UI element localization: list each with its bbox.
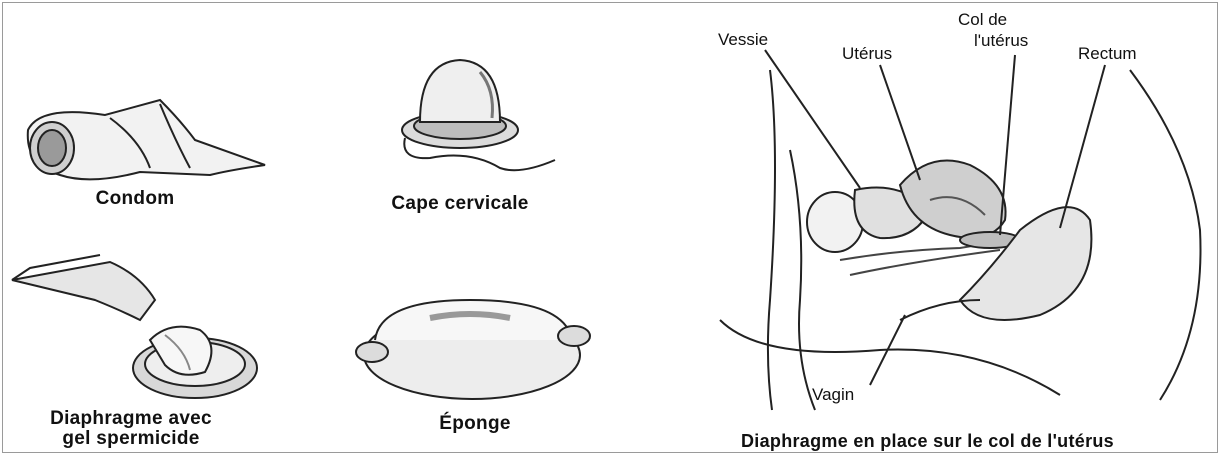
label-uterus: Utérus — [842, 44, 892, 63]
cervical-cap-caption: Cape cervicale — [360, 193, 560, 215]
label-cervix-line2: l'utérus — [974, 31, 1028, 50]
cervical-cap-drawing — [402, 60, 555, 170]
diaphragm-drawing — [12, 255, 257, 398]
anatomy-drawing — [720, 50, 1201, 410]
label-cervix-line1: Col de — [958, 10, 1007, 29]
label-bladder: Vessie — [718, 30, 768, 49]
label-vagina: Vagin — [812, 385, 854, 404]
sponge-caption: Éponge — [400, 413, 550, 435]
diaphragm-caption-line2: gel spermicide — [6, 428, 256, 450]
main-caption: Diaphragme en place sur le col de l'utér… — [640, 430, 1215, 452]
label-rectum: Rectum — [1078, 44, 1137, 63]
diaphragm-caption-line1: Diaphragme avec — [6, 408, 256, 430]
sponge-drawing — [356, 300, 590, 399]
condom-drawing — [28, 100, 265, 179]
condom-caption: Condom — [60, 188, 210, 210]
